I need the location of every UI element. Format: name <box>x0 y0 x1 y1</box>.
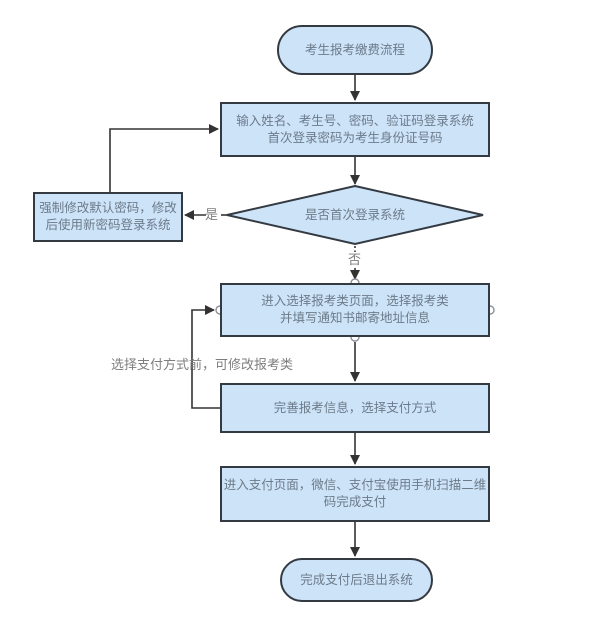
edge-force-password-to-login <box>109 124 219 192</box>
node-payment-label: 进入支付页面，微信、支付宝使用手机扫描二维 码完成支付 <box>223 478 487 509</box>
node-start-label: 考生报考缴费流程 <box>304 42 405 57</box>
node-payment[interactable]: 进入支付页面，微信、支付宝使用手机扫描二维 码完成支付 <box>220 466 490 522</box>
decision-diamond-shape[interactable] <box>226 184 484 246</box>
node-login-label: 输入姓名、考生号、密码、验证码登录系统 首次登录密码为考生身份证号码 <box>236 113 474 145</box>
edge-label-yes: 是 <box>205 207 219 222</box>
node-end[interactable]: 完成支付后退出系统 <box>280 558 433 602</box>
node-end-label: 完成支付后退出系统 <box>300 572 413 587</box>
node-select-category[interactable]: 进入选择报考类页面，选择报考类 并填写通知书邮寄地址信息 <box>220 283 490 337</box>
node-force-password-change[interactable]: 强制修改默认密码，修改 后使用新密码登录系统 <box>33 192 183 242</box>
node-login[interactable]: 输入姓名、考生号、密码、验证码登录系统 首次登录密码为考生身份证号码 <box>220 102 490 157</box>
node-decision-label: 是否首次登录系统 <box>304 207 405 222</box>
edge-note-label: 选择支付方式前，可修改报考类 <box>111 357 294 372</box>
node-complete-info-label: 完善报考信息，选择支付方式 <box>273 400 437 415</box>
node-force-password-label: 强制修改默认密码，修改 后使用新密码登录系统 <box>39 201 177 232</box>
node-select-category-label: 进入选择报考类页面，选择报考类 并填写通知书邮寄地址信息 <box>261 294 449 325</box>
edge-complete-to-select-loop <box>191 305 220 409</box>
node-first-login-decision[interactable]: 是否首次登录系统 <box>227 188 483 242</box>
node-start[interactable]: 考生报考缴费流程 <box>277 25 433 75</box>
edge-label-no: 否 <box>348 252 362 267</box>
node-complete-info[interactable]: 完善报考信息，选择支付方式 <box>220 383 490 433</box>
